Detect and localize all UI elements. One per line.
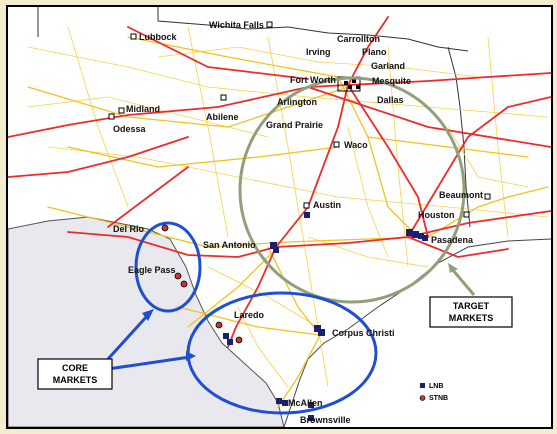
label-mcallen: McAllen: [288, 398, 323, 408]
wichita-falls-marker: [266, 21, 273, 28]
stnb-marker-laredo-1: [215, 321, 223, 329]
core-markets-line1: CORE: [62, 363, 88, 373]
lnb-marker-mcallen-3: [308, 402, 314, 408]
lnb-marker-houston-4: [422, 235, 428, 241]
legend-stnb-label: STNB: [429, 395, 448, 402]
label-garland: Garland: [371, 61, 405, 71]
city-labels: Wichita Falls Lubbock Carrollton Irving …: [113, 20, 483, 425]
lnb-marker-austin: [304, 212, 310, 218]
stnb-marker-laredo-2: [235, 336, 243, 344]
lnb-marker-mcallen-1: [276, 398, 282, 404]
lnb-marker-corpus-1: [314, 325, 321, 332]
lnb-marker-houston-1: [406, 229, 413, 236]
lnb-marker-brownsville: [308, 415, 314, 421]
label-del-rio: Del Rio: [113, 224, 145, 234]
stnb-marker-eagle-pass-1: [174, 272, 182, 280]
lnb-marker-san-antonio: [270, 242, 277, 249]
midland-marker: [118, 107, 125, 114]
core-markets-callout: CORE MARKETS: [37, 309, 196, 390]
label-dallas: Dallas: [377, 95, 404, 105]
legend-stnb-swatch: [419, 395, 426, 401]
lnb-marker-laredo-1: [223, 333, 229, 339]
stnb-marker-del-rio: [161, 224, 169, 232]
label-beaumont: Beaumont: [439, 190, 483, 200]
lubbock-marker: [130, 33, 137, 40]
label-san-antonio: San Antonio: [203, 240, 256, 250]
label-austin: Austin: [313, 200, 341, 210]
label-arlington: Arlington: [277, 97, 317, 107]
target-markets-callout: TARGET MARKETS: [429, 263, 513, 328]
label-plano: Plano: [362, 47, 387, 57]
label-lubbock: Lubbock: [139, 32, 177, 42]
abilene-marker: [220, 94, 227, 101]
core-markets-line2: MARKETS: [53, 375, 98, 385]
label-irving: Irving: [306, 47, 331, 57]
target-markets-circle: [238, 76, 466, 304]
beaumont-marker: [484, 193, 491, 200]
label-midland: Midland: [126, 104, 160, 114]
lnb-marker-laredo-2: [227, 339, 233, 345]
city-markers: [108, 21, 491, 218]
state-border-north: [157, 7, 469, 52]
label-laredo: Laredo: [234, 310, 265, 320]
lnb-marker-mcallen-2: [282, 400, 288, 406]
map-frame: Wichita Falls Lubbock Carrollton Irving …: [6, 5, 553, 429]
legend: LNB STNB: [419, 383, 448, 402]
label-grand-prairie: Grand Prairie: [266, 120, 323, 130]
lnb-marker-houston-2: [412, 231, 419, 238]
label-carrollton: Carrollton: [337, 34, 380, 44]
gulf-coastline: [283, 238, 551, 427]
target-markets-line1: TARGET: [453, 301, 490, 311]
houston-marker: [463, 211, 470, 218]
label-mesquite: Mesquite: [372, 76, 411, 86]
stnb-marker-eagle-pass-2: [180, 280, 188, 288]
stnb-markers: [161, 224, 243, 344]
lnb-marker-corpus-2: [318, 329, 325, 336]
label-eagle-pass: Eagle Pass: [128, 265, 176, 275]
waco-marker: [333, 141, 340, 148]
label-houston: Houston: [418, 210, 455, 220]
label-pasadena: Pasadena: [431, 235, 474, 245]
legend-lnb-label: LNB: [429, 383, 443, 390]
legend-lnb-swatch: [420, 383, 425, 388]
target-markets-line2: MARKETS: [449, 313, 494, 323]
state-border-east: [447, 46, 471, 228]
core-markets-circle-north: [134, 221, 202, 313]
lnb-markers: [223, 212, 428, 421]
austin-marker: [303, 202, 310, 209]
label-fort-worth: Fort Worth: [290, 75, 336, 85]
label-abilene: Abilene: [206, 112, 239, 122]
lnb-marker-san-antonio-2: [273, 247, 279, 253]
label-corpus-christi: Corpus Christi: [332, 328, 395, 338]
odessa-marker: [108, 113, 115, 120]
label-odessa: Odessa: [113, 124, 147, 134]
label-brownsville: Brownsville: [300, 415, 351, 425]
label-waco: Waco: [344, 140, 368, 150]
label-wichita-falls: Wichita Falls: [209, 20, 264, 30]
lnb-marker-houston-3: [418, 233, 424, 239]
texas-map: Wichita Falls Lubbock Carrollton Irving …: [8, 7, 551, 427]
